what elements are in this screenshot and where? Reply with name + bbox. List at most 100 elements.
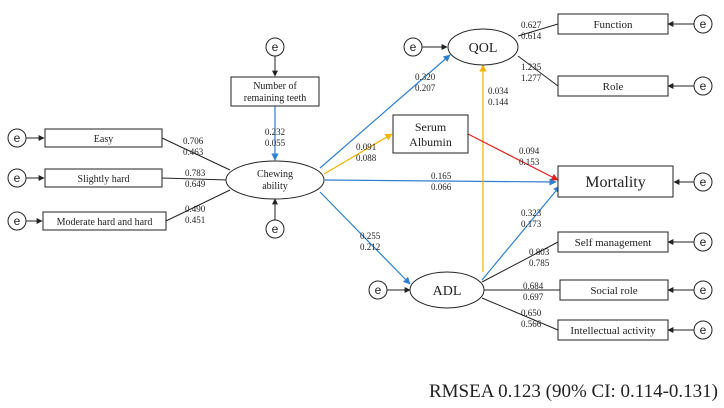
coef-moderate-hard: 0.490 0.451 (185, 204, 206, 225)
coef-albumin-mortality: 0.094 0.153 (519, 146, 540, 167)
error-arrows (26, 21, 694, 333)
svg-text:e: e (700, 235, 707, 249)
error-qol: e (403, 37, 423, 57)
svg-text:0.207: 0.207 (415, 83, 436, 93)
svg-text:e: e (410, 40, 417, 54)
svg-text:Easy: Easy (94, 134, 113, 145)
svg-text:Intellectual activity: Intellectual activity (570, 325, 656, 337)
svg-text:0.144: 0.144 (488, 97, 509, 107)
svg-text:e: e (272, 40, 279, 54)
node-serum-albumin: Serum Albumin (392, 114, 469, 154)
svg-text:0.451: 0.451 (185, 215, 205, 225)
path-adl-to-mortality (481, 185, 561, 281)
node-self-management: Self management (557, 231, 669, 253)
fit-statistic: RMSEA 0.123 (90% CI: 0.114-0.131) (429, 381, 718, 402)
svg-text:0.783: 0.783 (185, 168, 206, 178)
path-chewing-to-mortality (324, 178, 557, 186)
svg-text:0.055: 0.055 (265, 138, 286, 148)
svg-text:Serum: Serum (415, 120, 447, 134)
svg-text:0.088: 0.088 (356, 153, 377, 163)
svg-text:0.566: 0.566 (521, 319, 542, 329)
svg-text:e: e (272, 222, 279, 236)
svg-text:Moderate hard and hard: Moderate hard and hard (57, 217, 153, 228)
coef-intellectual-activity: 0.650 0.566 (521, 308, 542, 329)
node-chewing-ability: Chewing ability (225, 160, 325, 200)
node-slightly-hard: Slightly hard (44, 168, 163, 188)
svg-text:1.235: 1.235 (521, 62, 542, 72)
svg-text:0.094: 0.094 (519, 146, 540, 156)
svg-text:Function: Function (593, 19, 633, 31)
coef-chewing-albumin: 0.091 0.088 (356, 142, 377, 163)
node-remaining-teeth: Number of remaining teeth (230, 76, 320, 107)
node-moderate-hard: Moderate hard and hard (42, 211, 167, 231)
path-chewing-to-adl (319, 191, 411, 285)
error-easy: e (7, 128, 27, 148)
svg-text:0.255: 0.255 (360, 231, 381, 241)
svg-text:0.323: 0.323 (521, 208, 542, 218)
svg-text:0.320: 0.320 (415, 72, 436, 82)
svg-text:QOL: QOL (469, 41, 498, 56)
node-role: Role (557, 75, 669, 97)
svg-text:0.091: 0.091 (356, 142, 376, 152)
svg-text:0.614: 0.614 (521, 31, 542, 41)
node-function: Function (557, 13, 669, 35)
svg-text:e: e (700, 79, 707, 93)
indicator-lines (161, 23, 560, 331)
svg-text:ability: ability (262, 181, 288, 192)
coef-teeth-chewing: 0.232 0.055 (265, 127, 286, 148)
svg-text:0.684: 0.684 (523, 281, 544, 291)
svg-text:0.173: 0.173 (521, 219, 542, 229)
coef-self-management: 0.803 0.785 (529, 247, 550, 268)
coef-adl-mortality: 0.323 0.173 (521, 208, 542, 229)
svg-text:remaining teeth: remaining teeth (244, 93, 306, 104)
svg-text:Mortality: Mortality (585, 174, 645, 191)
svg-text:e: e (375, 283, 382, 297)
coef-social-role: 0.684 0.697 (523, 281, 544, 302)
svg-text:0.463: 0.463 (183, 147, 204, 157)
svg-text:Slightly hard: Slightly hard (78, 174, 130, 185)
svg-text:0.165: 0.165 (431, 171, 452, 181)
svg-text:Self management: Self management (575, 237, 652, 249)
svg-text:e: e (14, 171, 21, 185)
coef-adl-qol: 0.034 0.144 (488, 86, 509, 107)
error-slightly-hard: e (7, 168, 27, 188)
error-adl: e (368, 280, 388, 300)
svg-text:0.785: 0.785 (529, 258, 550, 268)
coef-slightly-hard: 0.783 0.649 (185, 168, 206, 189)
error-mortality: e (693, 172, 713, 192)
coef-chewing-qol: 0.320 0.207 (415, 72, 436, 93)
error-role: e (693, 76, 713, 96)
node-mortality: Mortality (557, 165, 674, 198)
path-chewing-to-albumin (323, 133, 393, 175)
error-function: e (693, 14, 713, 34)
node-adl: ADL (409, 271, 485, 309)
svg-text:Number of: Number of (253, 81, 297, 92)
svg-text:0.697: 0.697 (523, 292, 544, 302)
svg-text:e: e (700, 323, 707, 337)
svg-text:0.212: 0.212 (360, 242, 380, 252)
svg-text:0.627: 0.627 (521, 20, 542, 30)
svg-text:Albumin: Albumin (409, 135, 452, 149)
svg-text:e: e (700, 17, 707, 31)
svg-text:e: e (700, 283, 707, 297)
svg-text:0.803: 0.803 (529, 247, 550, 257)
svg-text:0.706: 0.706 (183, 136, 204, 146)
svg-text:0.649: 0.649 (185, 179, 206, 189)
svg-text:0.153: 0.153 (519, 157, 540, 167)
error-intellectual-activity: e (693, 320, 713, 340)
svg-text:0.034: 0.034 (488, 86, 509, 96)
svg-text:0.650: 0.650 (521, 308, 542, 318)
svg-text:0.232: 0.232 (265, 127, 285, 137)
svg-text:e: e (14, 214, 21, 228)
node-intellectual-activity: Intellectual activity (557, 319, 669, 341)
coef-function: 0.627 0.614 (521, 20, 542, 41)
svg-text:Social role: Social role (590, 285, 637, 297)
node-easy: Easy (44, 128, 163, 148)
node-qol: QOL (447, 28, 519, 66)
path-albumin-to-mortality (467, 133, 559, 181)
svg-text:ADL: ADL (433, 284, 462, 299)
svg-text:0.490: 0.490 (185, 204, 206, 214)
coef-easy: 0.706 0.463 (183, 136, 204, 157)
coef-chewing-adl: 0.255 0.212 (360, 231, 381, 252)
